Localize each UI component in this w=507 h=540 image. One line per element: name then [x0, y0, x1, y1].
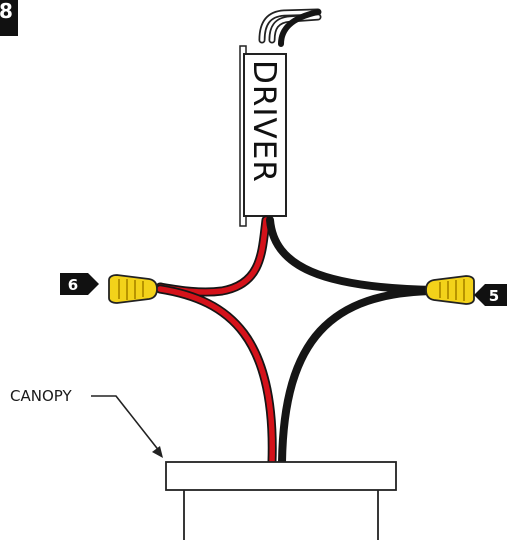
- black-wire: [266, 216, 440, 466]
- callout-5: 5: [474, 284, 507, 306]
- callout-5-number: 5: [489, 287, 499, 305]
- driver-label: DRIVER: [246, 60, 282, 183]
- right-wire-nut: [425, 275, 475, 305]
- step-number: 8: [0, 0, 13, 23]
- red-wire: [155, 215, 277, 467]
- driver: DRIVER: [239, 45, 287, 227]
- canopy-callout: CANOPY: [10, 387, 163, 458]
- canopy-label: CANOPY: [10, 387, 72, 405]
- step-badge-box: [0, 0, 18, 36]
- canopy-plate: [165, 461, 397, 491]
- driver-box: [243, 53, 287, 217]
- canopy: [165, 461, 397, 540]
- callout-6: 6: [60, 273, 99, 295]
- left-wire-nut: [108, 274, 158, 304]
- callout-6-number: 6: [68, 276, 78, 294]
- step-badge: 8: [0, 0, 18, 36]
- driver-input-leads: [258, 8, 322, 47]
